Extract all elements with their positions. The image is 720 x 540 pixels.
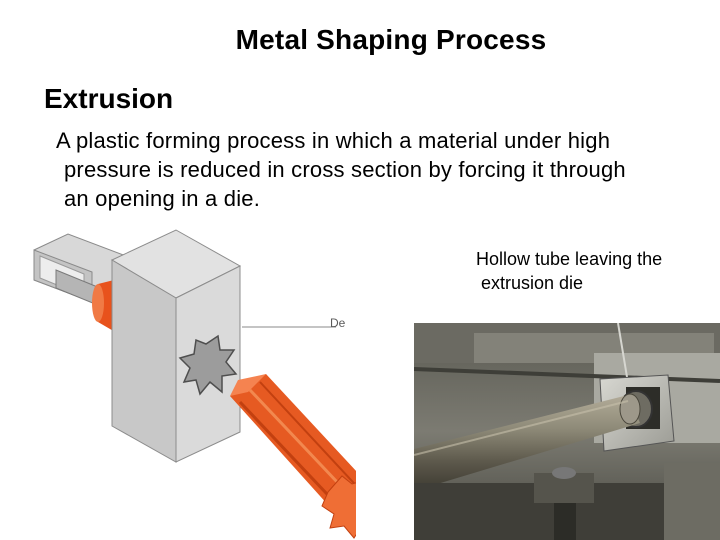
slide-title: Metal Shaping Process [235, 24, 547, 55]
definition-text: A plastic forming process in which a mat… [56, 126, 696, 213]
extrusion-photo [414, 323, 720, 540]
caption-line: Hollow tube leaving the [476, 249, 663, 269]
definition-line: pressure is reduced in cross section by … [64, 157, 626, 182]
section-heading: Extrusion [44, 83, 174, 114]
die-opening [178, 334, 238, 396]
definition-line: an opening in a die. [64, 186, 261, 211]
definition-line: A plastic forming process in which a mat… [56, 128, 611, 153]
die-label: De [330, 316, 346, 330]
hollow-tube [414, 395, 640, 491]
extrusion-diagram: De [33, 229, 356, 539]
die-block [110, 229, 242, 463]
photo-caption: Hollow tube leaving the extrusion die [476, 247, 662, 295]
extruded-product [230, 374, 356, 539]
caption-line: extrusion die [481, 273, 584, 293]
